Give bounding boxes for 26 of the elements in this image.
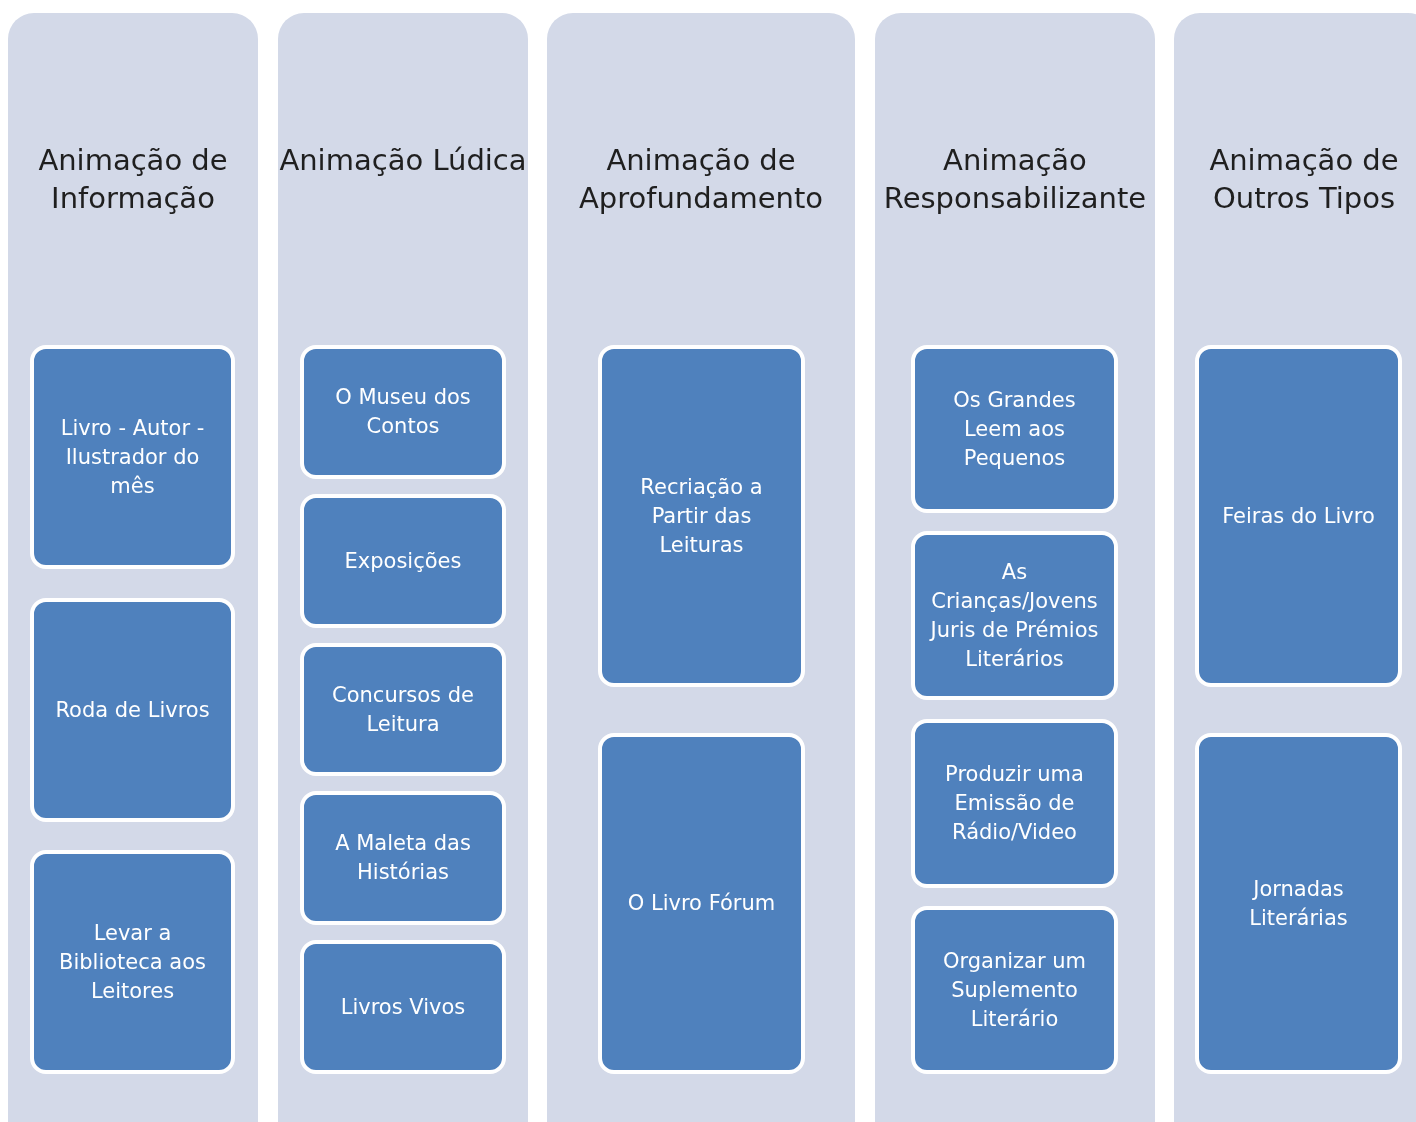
activity-box: O Livro Fórum: [598, 733, 805, 1074]
activity-box: Exposições: [300, 494, 506, 628]
activity-box: Roda de Livros: [30, 598, 235, 822]
activity-box: Organizar um Suplemento Literário: [911, 906, 1118, 1074]
activity-box: Os Grandes Leem aos Pequenos: [911, 345, 1118, 513]
category-column: [547, 13, 855, 1122]
column-heading: Animação de Outros Tipos: [1208, 142, 1400, 217]
activity-box: As Crianças/Jovens Juris de Prémios Literários: [911, 531, 1118, 700]
category-column: [1174, 13, 1416, 1122]
activity-box: Produzir uma Emissão de Rádio/Video: [911, 719, 1118, 888]
activity-box: Feiras do Livro: [1195, 345, 1402, 687]
activity-box: A Maleta das Histórias: [300, 791, 506, 925]
category-column: [278, 13, 528, 1122]
category-column: [8, 13, 258, 1122]
activity-box: Recriação a Partir das Leituras: [598, 345, 805, 687]
activity-box: O Museu dos Contos: [300, 345, 506, 479]
activity-box: Jornadas Literárias: [1195, 733, 1402, 1074]
column-heading: Animação Responsabilizante: [882, 142, 1148, 217]
activity-box: Livro - Autor - Ilustrador do mês: [30, 345, 235, 569]
category-column: [875, 13, 1155, 1122]
activity-box: Concursos de Leitura: [300, 643, 506, 776]
column-heading: Animação de Aprofundamento: [578, 142, 824, 217]
activity-box: Levar a Biblioteca aos Leitores: [30, 850, 235, 1074]
activity-box: Livros Vivos: [300, 940, 506, 1074]
column-heading: Animação de Informação: [37, 142, 229, 217]
column-heading: Animação Lúdica: [278, 142, 528, 179]
